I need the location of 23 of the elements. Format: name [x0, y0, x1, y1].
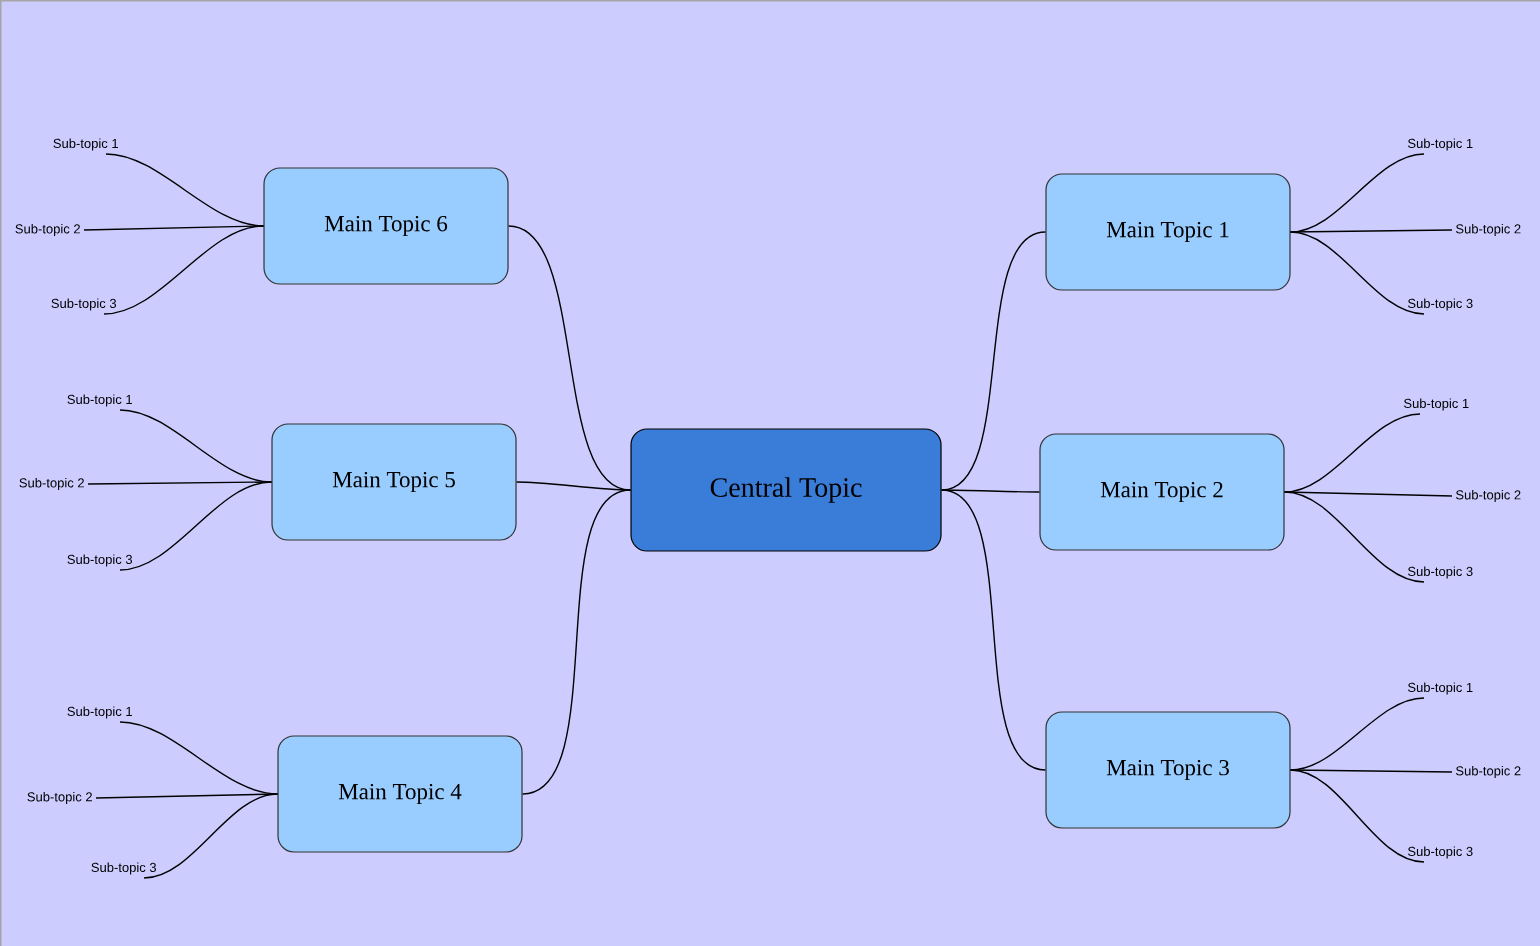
- connector-line: [1289, 231, 1425, 315]
- connector-line: [1289, 769, 1453, 773]
- connector-line: [95, 793, 279, 799]
- connector-line: [103, 225, 265, 315]
- main-topic-box: Main Topic 1: [1045, 173, 1291, 291]
- connector-line: [515, 481, 632, 491]
- connector-line: [1289, 229, 1453, 233]
- main-topic-box: Main Topic 2: [1039, 433, 1285, 551]
- main-topic-box: Main Topic 3: [1045, 711, 1291, 829]
- main-topic-box: Main Topic 4: [277, 735, 523, 853]
- connector-line: [1289, 769, 1425, 863]
- connector-line: [1283, 491, 1453, 497]
- connector-line: [940, 489, 1041, 493]
- connector-line: [143, 793, 279, 879]
- main-topic-box: Main Topic 6: [263, 167, 509, 285]
- central-topic-box: Central Topic: [630, 428, 942, 552]
- connector-line: [83, 225, 265, 231]
- connector-line: [1283, 491, 1425, 583]
- connector-line: [940, 489, 1047, 771]
- connector-line: [87, 481, 273, 485]
- main-topic-box: Main Topic 5: [271, 423, 517, 541]
- connector-line: [507, 225, 632, 491]
- connector-line: [119, 481, 273, 571]
